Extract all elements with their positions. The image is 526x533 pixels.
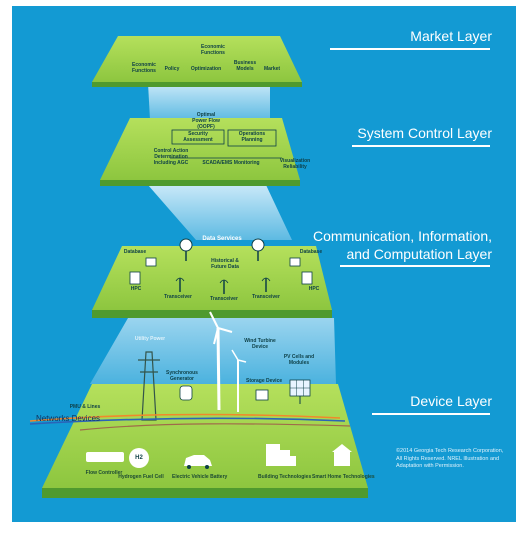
- synchronous-generator-icon: [179, 385, 193, 401]
- pv-panel-icon: [289, 379, 311, 404]
- system-control-layer-title: System Control Layer: [357, 125, 492, 141]
- comm-label: Database: [123, 249, 147, 255]
- fuel-cell-symbol: H2: [135, 455, 143, 461]
- device-label: Storage Device: [246, 378, 283, 384]
- comm-label: Transceiver: [164, 294, 192, 300]
- network-line-blue: [29, 417, 346, 425]
- device-label: Flow Controller: [85, 470, 123, 476]
- device-label: PV Cells and Modules: [283, 354, 315, 366]
- device-label: Wind Turbine Device: [244, 338, 276, 350]
- wind-turbine-icon: [231, 349, 247, 412]
- device-label: Building Technologies: [258, 474, 312, 480]
- computer-icon: [145, 257, 157, 267]
- market-layer-underline: [330, 48, 490, 50]
- transceiver-tower-icon: [261, 277, 271, 292]
- device-label: Hydrogen Fuel Cell: [118, 474, 164, 480]
- control-label: Security Assessment: [183, 131, 213, 143]
- system-control-layer-underline: [352, 145, 490, 147]
- control-label: SCADA/EMS Monitoring: [202, 160, 260, 166]
- beam-comm-to-device: [90, 318, 336, 384]
- computer-icon: [289, 257, 301, 267]
- server-icon: [301, 271, 313, 285]
- control-label: Optimal Power Flow (OOPF): [192, 112, 220, 130]
- communication-layer-plate: [92, 238, 332, 318]
- control-label: Operations Planning: [238, 131, 266, 143]
- control-box-security: [171, 129, 225, 145]
- market-label: Policy: [164, 66, 180, 72]
- flow-controller-icon: [86, 452, 124, 462]
- network-line-brown: [79, 423, 351, 431]
- satellite-dish-icon: [179, 238, 193, 261]
- device-layer-title: Device Layer: [410, 393, 492, 409]
- device-layer-plate: [29, 311, 368, 498]
- control-label: Control Action Determination Including A…: [153, 148, 189, 166]
- smart-home-icon: [332, 444, 352, 466]
- device-label: Electric Vehicle Battery: [172, 474, 228, 480]
- device-layer-underline: [372, 413, 490, 415]
- market-label: Business Models: [233, 60, 257, 72]
- network-line-orange: [29, 413, 341, 422]
- comm-label: HPC: [130, 286, 142, 292]
- communication-layer-underline: [340, 265, 490, 267]
- hydrogen-fuel-cell-icon: [129, 448, 149, 468]
- control-label: Visualization Reliability: [279, 158, 311, 170]
- server-icon: [129, 271, 141, 285]
- communication-layer-title-line1: Communication, Information,: [313, 228, 492, 244]
- control-box-operations: [227, 129, 277, 147]
- electric-vehicle-icon: [184, 455, 212, 469]
- transceiver-tower-icon: [219, 279, 229, 294]
- market-label: Economic Functions: [132, 62, 156, 74]
- copyright-notice: ©2014 Georgia Tech Research Corporation,…: [396, 448, 504, 469]
- beam-market-to-control: [148, 83, 270, 120]
- beam-control-to-comm: [148, 185, 292, 240]
- device-label: Synchronous Generator: [166, 370, 198, 382]
- market-label: Market: [263, 66, 281, 72]
- market-layer-title: Market Layer: [410, 28, 492, 44]
- device-label: PMU & Lines: [69, 404, 101, 410]
- comm-label: Data Services: [202, 236, 242, 242]
- communication-layer-title-line2: and Computation Layer: [346, 246, 492, 262]
- comm-label: Historical & Future Data: [211, 258, 239, 270]
- transceiver-tower-icon: [175, 277, 185, 292]
- comm-label: Database: [299, 249, 323, 255]
- utility-tower-icon: [138, 351, 160, 421]
- comm-label: Transceiver: [210, 296, 238, 302]
- device-label: Utility Power: [134, 336, 166, 342]
- building-icon: [266, 444, 296, 466]
- networks-devices-label: Networks Devices: [36, 414, 101, 423]
- system-control-layer-plate: [100, 118, 300, 186]
- wind-turbine-icon: [209, 311, 233, 411]
- satellite-dish-icon: [251, 238, 265, 261]
- comm-label: Transceiver: [252, 294, 280, 300]
- market-label: Economic Functions: [201, 44, 225, 56]
- storage-device-icon: [255, 389, 269, 401]
- comm-label: HPC: [308, 286, 320, 292]
- market-layer-plate: [92, 36, 302, 87]
- market-label: Optimization: [190, 66, 222, 72]
- device-label: Smart Home Technologies: [312, 474, 375, 480]
